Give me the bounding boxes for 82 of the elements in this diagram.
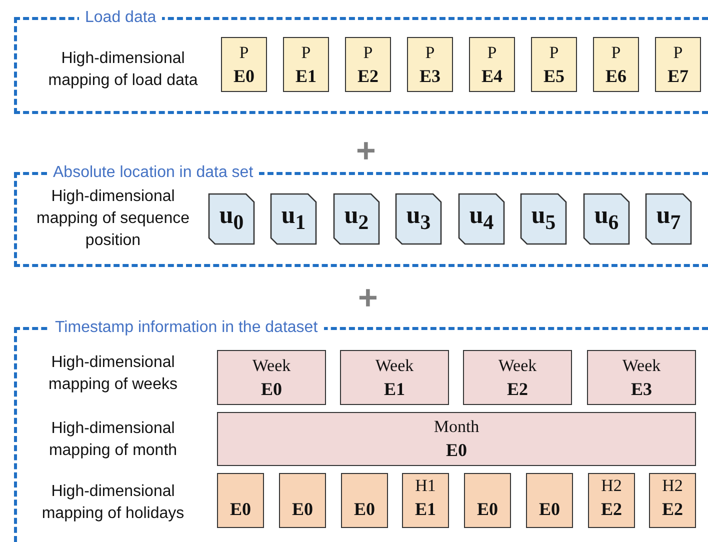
position-box bbox=[458, 193, 505, 245]
load-data-box bbox=[655, 37, 701, 92]
group-heading: Timestamp information in the dataset bbox=[49, 318, 324, 338]
row-label: High-dimensional mapping of load data bbox=[47, 49, 199, 91]
box-text: H2 bbox=[662, 475, 683, 497]
load-data-box bbox=[469, 37, 515, 92]
box-text: E1 bbox=[295, 64, 316, 88]
box-text: u$_{3}$ bbox=[406, 204, 431, 234]
holiday-box bbox=[279, 473, 326, 528]
box-text: H2 bbox=[601, 475, 622, 497]
box-text: u$_{2}$ bbox=[344, 204, 369, 234]
box-text: E3 bbox=[630, 378, 652, 400]
box-text: E0 bbox=[292, 498, 313, 521]
box-text: E7 bbox=[667, 64, 688, 88]
holiday-box bbox=[402, 473, 449, 528]
month-box bbox=[217, 412, 696, 466]
box-text: E0 bbox=[233, 64, 254, 88]
position-box bbox=[395, 193, 442, 245]
box-text: P bbox=[611, 42, 621, 64]
box-text: u$_{7}$ bbox=[656, 204, 681, 234]
week-box bbox=[587, 350, 696, 405]
box-text: Week bbox=[252, 354, 291, 376]
box-text: P bbox=[673, 42, 683, 64]
load-data-box bbox=[345, 37, 391, 92]
box-text: P bbox=[301, 42, 311, 64]
box-text: Week bbox=[375, 354, 414, 376]
load-data-box bbox=[593, 37, 639, 92]
box-text: P bbox=[549, 42, 559, 64]
box-text: P bbox=[239, 42, 249, 64]
load-data-box bbox=[221, 37, 267, 92]
position-box bbox=[208, 193, 255, 245]
box-text: E5 bbox=[543, 64, 564, 88]
holiday-box bbox=[217, 473, 264, 528]
box-text: Week bbox=[622, 354, 661, 376]
box-text: E2 bbox=[600, 498, 622, 521]
week-box bbox=[340, 350, 449, 405]
box-text: P bbox=[425, 42, 435, 64]
box-text: E0 bbox=[476, 498, 498, 521]
box-text: E1 bbox=[384, 378, 405, 400]
box-text: E0 bbox=[230, 498, 251, 521]
holiday-box bbox=[526, 473, 573, 528]
position-box bbox=[270, 193, 317, 245]
box-text: E0 bbox=[354, 498, 375, 521]
box-text: u$_{1}$ bbox=[281, 204, 306, 234]
position-box bbox=[333, 193, 380, 245]
box-text: P bbox=[487, 42, 497, 64]
box-text: Week bbox=[498, 354, 537, 376]
box-text: E4 bbox=[481, 64, 502, 88]
box-text: E0 bbox=[260, 378, 282, 400]
box-text: E2 bbox=[662, 498, 683, 521]
holiday-box bbox=[464, 473, 511, 528]
week-box bbox=[463, 350, 572, 405]
plus-sign: + bbox=[358, 281, 378, 315]
box-text: H1 bbox=[415, 475, 436, 497]
row-label: High-dimensional mapping of month bbox=[48, 419, 178, 461]
box-text: u$_{0}$ bbox=[219, 204, 244, 234]
plus-sign: + bbox=[356, 134, 376, 168]
load-data-box bbox=[283, 37, 329, 92]
box-text: E0 bbox=[538, 498, 560, 521]
week-box bbox=[217, 350, 326, 405]
box-text: E1 bbox=[414, 498, 436, 521]
box-text: E2 bbox=[357, 64, 378, 88]
holiday-box bbox=[649, 473, 696, 528]
row-label: High-dimensional mapping of holidays bbox=[40, 482, 186, 524]
position-box bbox=[645, 193, 692, 245]
box-text: u$_{5}$ bbox=[531, 204, 556, 234]
row-label: High-dimensional mapping of weeks bbox=[48, 353, 178, 395]
box-text: E3 bbox=[419, 64, 440, 88]
box-text: u$_{4}$ bbox=[469, 204, 494, 234]
load-data-box bbox=[531, 37, 577, 92]
holiday-box bbox=[341, 473, 388, 528]
position-box bbox=[583, 193, 630, 245]
holiday-box bbox=[588, 473, 635, 528]
position-box bbox=[520, 193, 567, 245]
box-text: P bbox=[363, 42, 373, 64]
row-label: High-dimensional mapping of sequence position bbox=[36, 187, 190, 251]
box-text: Month bbox=[434, 416, 480, 438]
box-text: E2 bbox=[506, 378, 528, 400]
box-text: u$_{6}$ bbox=[594, 204, 619, 234]
load-data-box bbox=[407, 37, 453, 92]
box-text: E6 bbox=[605, 64, 626, 88]
box-text: E0 bbox=[446, 439, 467, 462]
